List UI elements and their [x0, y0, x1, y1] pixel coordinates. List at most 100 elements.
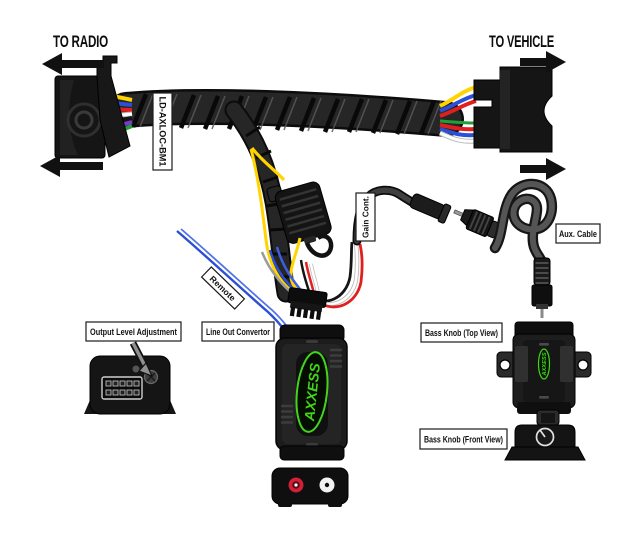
branch-segments: [245, 125, 290, 279]
molex-pin: [289, 306, 296, 317]
bass-connector-nub-inner: [541, 413, 555, 423]
plug-ribs: [468, 211, 491, 235]
callout-box: [201, 321, 275, 342]
fuse-holder-tab: [303, 235, 317, 244]
bass-knob-front-device: [504, 424, 586, 461]
vehicle-wires: [438, 85, 477, 144]
rca-foot-right: [328, 502, 342, 507]
callout-box: [555, 223, 601, 244]
fuse-wire-loop: [304, 233, 334, 258]
axxess-logo-text: AXXESS: [301, 362, 323, 423]
converter-dash-top: [306, 340, 318, 343]
to-radio-label: TO RADIO: [53, 33, 108, 51]
rca-foot-left: [278, 502, 292, 507]
bass-top-dash2: [539, 396, 549, 399]
molex-pin: [309, 309, 315, 320]
converter-bottom-cap: [279, 445, 345, 461]
vehicle-connector-seam: [500, 70, 510, 149]
coil-cable: [492, 181, 555, 263]
wire-red: [439, 99, 477, 118]
callout-box: [85, 321, 182, 342]
callout-box: [419, 428, 508, 450]
bass-knob-indicator: [539, 429, 546, 438]
vehicle-connector: [473, 66, 553, 153]
main-harness: [108, 88, 464, 137]
radio-connector: [54, 55, 131, 159]
barrel-flare: [437, 203, 452, 224]
callout-text: Aux. Cable: [559, 229, 597, 240]
bass-top-slab-left: [515, 346, 528, 382]
arrow-left-icon: [40, 155, 103, 177]
bass-knob-top-device: AXXESS: [496, 321, 592, 426]
harness-tag-box: [152, 92, 173, 171]
to-vehicle-label: TO VEHICLE: [489, 33, 554, 51]
callout-box: [420, 322, 503, 343]
output-level-device: [84, 355, 176, 415]
indicator-dot: [132, 365, 140, 373]
arrow-left-icon: [42, 53, 104, 75]
rca-box: [271, 467, 349, 505]
pin-connector: [101, 376, 143, 400]
callout-text: Line Out Convertor: [206, 327, 270, 338]
aux-plug-collar: [536, 304, 548, 309]
converter-ribs-bottom: [281, 404, 293, 424]
axxess-mini-logo-oval: [537, 348, 551, 380]
bass-top-dash1: [539, 343, 549, 346]
callout-bass-knob-top: Bass Knob (Top View): [420, 322, 503, 343]
radio-connector-ring-inner: [74, 110, 94, 130]
bass-front-base: [504, 446, 586, 461]
pointer-shaft: [131, 342, 147, 367]
aux-plug-body: [531, 284, 553, 307]
callout-line-out-convertor: Line Out Convertor: [201, 321, 275, 342]
fuse-feed-wire-yellow: [250, 147, 286, 182]
wire-blue2: [439, 127, 477, 138]
mount-hole-right: [577, 359, 589, 371]
molex-lower: [289, 300, 323, 313]
molex-pin: [296, 307, 302, 318]
fuse-holder: [266, 181, 332, 244]
callout-text: Bass Knob (Top View): [425, 328, 498, 339]
gain-tag-text: Gain Cont.: [361, 196, 371, 238]
loop-wire-red: [317, 243, 364, 309]
gain-control-tag: Gain Cont.: [355, 192, 376, 242]
wire-red2: [439, 123, 477, 132]
gain-tag-box: [355, 192, 376, 242]
wire-green: [439, 119, 477, 125]
loop-wire-white: [312, 242, 359, 306]
remote-tag-box: [200, 266, 246, 310]
aux-plug: [531, 257, 553, 318]
callout-output-level: Output Level Adjustment: [85, 321, 182, 342]
callout-bass-knob-front: Bass Knob (Front View): [419, 428, 508, 450]
callout-text: Bass Knob (Front View): [424, 435, 503, 446]
aux-plug-ribs: [535, 262, 549, 284]
pointer-head: [137, 361, 154, 378]
rca-jack-red-pin: [294, 483, 298, 487]
barrel-connector: [409, 193, 452, 224]
axxess-logo-oval: [295, 351, 329, 433]
fuse-holder-ribs: [279, 187, 327, 235]
callout-aux-cable: Aux. Cable: [555, 223, 601, 244]
harness-label-tag: LD-AXLOC-BM1: [152, 92, 173, 171]
converter-ribs-top: [330, 348, 342, 368]
callout-text: Output Level Adjustment: [90, 327, 178, 338]
wire-blue: [439, 93, 477, 113]
molex-pin: [302, 308, 309, 319]
converter-dash-bottom: [306, 443, 318, 446]
wire-yellow: [439, 85, 477, 108]
male-plug: [453, 209, 501, 239]
vehicle-connector-body: [473, 66, 553, 153]
rca-output-jacks: [271, 467, 349, 507]
molex-connector: [287, 287, 328, 321]
bass-top-slab-right: [560, 346, 573, 382]
wire-white: [439, 131, 477, 143]
axxess-logo: AXXESS: [295, 351, 329, 433]
wire-yellow-long: [249, 148, 298, 297]
rca-jack-white-pin: [324, 482, 330, 488]
mount-hole-left: [499, 359, 511, 371]
arrow-right-icon: [520, 158, 566, 180]
axxess-mini-logo-text: AXXESS: [542, 352, 548, 376]
line-out-convertor-device: AXXESS: [275, 324, 348, 461]
arrow-right-icon: [520, 51, 566, 73]
